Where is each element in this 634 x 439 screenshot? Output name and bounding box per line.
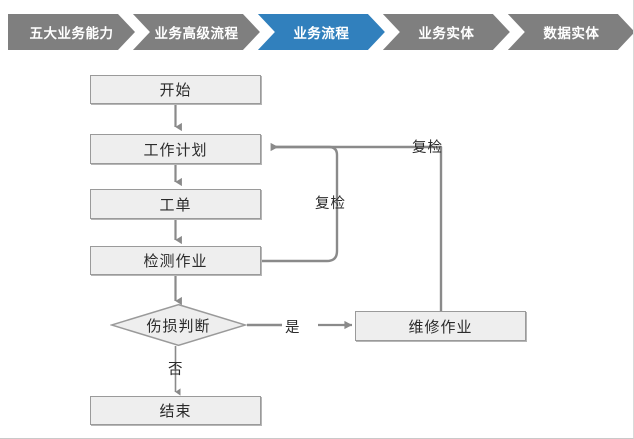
flow-node-inspection-label: 检测作业 [143, 253, 208, 270]
flow-node-damage-decision-label: 伤损判断 [146, 317, 211, 335]
flow-node-start[interactable]: 开始 [90, 75, 261, 104]
edge-label-recheck-outer: 复检 [412, 140, 443, 156]
flow-node-work-plan[interactable]: 工作计划 [90, 134, 261, 164]
flow-node-repair[interactable]: 维修作业 [355, 311, 526, 341]
flow-node-work-order-label: 工单 [159, 196, 192, 214]
edge-label-no: 否 [168, 362, 184, 378]
flow-node-work-order[interactable]: 工单 [90, 189, 261, 219]
flow-node-repair-label: 维修作业 [408, 318, 473, 336]
flow-node-end[interactable]: 结束 [90, 396, 261, 425]
flow-node-start-label: 开始 [159, 82, 192, 99]
flow-node-end-label: 结束 [159, 403, 192, 420]
flow-node-damage-decision[interactable]: 伤损判断 [110, 303, 247, 347]
edge-label-yes: 是 [285, 320, 301, 336]
flow-node-inspection[interactable]: 检测作业 [90, 246, 261, 275]
edge-label-recheck-inner: 复检 [315, 196, 346, 212]
diamond-shape [110, 303, 247, 347]
flow-node-work-plan-label: 工作计划 [143, 141, 208, 159]
